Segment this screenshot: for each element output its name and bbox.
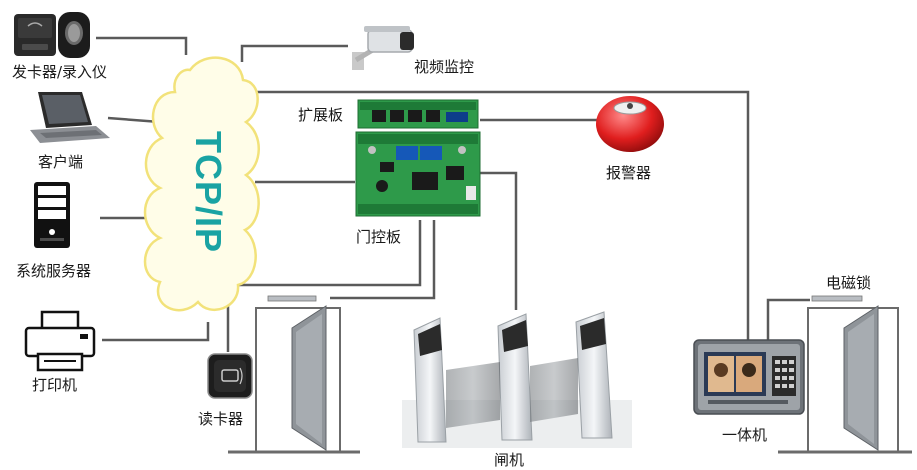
line-terminal xyxy=(250,90,750,345)
door-right xyxy=(778,295,912,454)
line-maglock xyxy=(766,298,810,340)
card-reader-icon xyxy=(207,353,253,399)
reader-label: 读卡器 xyxy=(198,410,244,428)
line-client xyxy=(107,116,161,124)
alarm-label: 报警器 xyxy=(606,164,652,182)
terminal-label: 一体机 xyxy=(722,426,768,444)
printer-label: 打印机 xyxy=(32,376,78,394)
controller-board-icon xyxy=(355,131,481,217)
line-card-issuer xyxy=(96,36,188,55)
expansion-board-label: 扩展板 xyxy=(298,106,344,124)
server-icon xyxy=(34,182,70,248)
controller-board-label: 门控板 xyxy=(356,228,402,246)
line-gate xyxy=(478,171,518,310)
server-label: 系统服务器 xyxy=(16,262,92,280)
alarm-bell-icon xyxy=(596,96,664,152)
face-terminal-icon xyxy=(693,339,805,415)
cctv-camera-icon xyxy=(352,26,414,70)
connection-lines xyxy=(96,36,810,352)
line-printer xyxy=(102,322,210,342)
laptop-icon xyxy=(30,92,110,143)
line-door1 xyxy=(330,220,436,300)
maglock-label: 电磁锁 xyxy=(826,274,872,292)
line-video xyxy=(240,44,348,62)
line-door2 xyxy=(226,220,422,352)
card-issuer-icon xyxy=(14,12,90,58)
door-left xyxy=(228,295,360,454)
printer-icon xyxy=(24,310,96,372)
turnstile-gate-icon xyxy=(402,311,632,448)
card-issuer-label: 发卡器/录入仪 xyxy=(12,63,108,81)
client-label: 客户端 xyxy=(38,153,84,171)
video-label: 视频监控 xyxy=(414,58,475,76)
network-cloud xyxy=(143,56,260,312)
gate-label: 闸机 xyxy=(494,451,525,469)
expansion-board-icon xyxy=(357,99,479,129)
